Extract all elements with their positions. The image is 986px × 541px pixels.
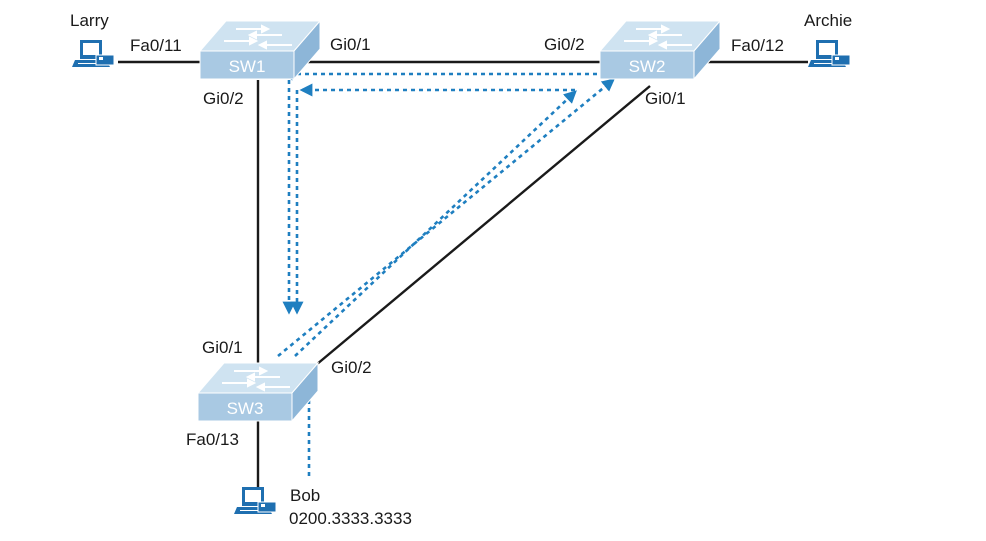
host-bob[interactable] bbox=[233, 486, 277, 515]
host-label-archie: Archie bbox=[804, 11, 852, 30]
computer-icon bbox=[233, 486, 277, 515]
switch-sw3[interactable]: SW3 bbox=[197, 362, 319, 422]
port-label-sw3-fa0-13: Fa0/13 bbox=[186, 430, 239, 449]
switch-label: SW3 bbox=[227, 399, 264, 418]
computer-icon bbox=[807, 39, 851, 68]
port-label-sw1-gi0-2: Gi0/2 bbox=[203, 89, 244, 108]
port-label-sw2-fa0-12: Fa0/12 bbox=[731, 36, 784, 55]
flow-sw3-to-sw2 bbox=[277, 78, 616, 358]
port-label-sw2-gi0-1: Gi0/1 bbox=[645, 89, 686, 108]
computer-icon bbox=[71, 39, 115, 68]
flow-sw3-to-sw1-via-sw2 bbox=[294, 90, 577, 357]
switch-sw2[interactable]: SW2 bbox=[599, 20, 721, 80]
links bbox=[118, 60, 808, 488]
host-label-larry: Larry bbox=[70, 11, 109, 30]
host-label-bob: Bob bbox=[290, 486, 320, 505]
switch-label: SW2 bbox=[629, 57, 666, 76]
port-label-sw3-gi0-1: Gi0/1 bbox=[202, 338, 243, 357]
port-label-sw1-gi0-1: Gi0/1 bbox=[330, 35, 371, 54]
port-label-sw1-fa0-11: Fa0/11 bbox=[130, 36, 182, 55]
switch-label: SW1 bbox=[229, 57, 266, 76]
frame-flooding-arrows bbox=[277, 67, 616, 476]
link-sw2-sw3 bbox=[297, 85, 651, 381]
switch-sw1[interactable]: SW1 bbox=[199, 20, 321, 80]
host-mac-bob: 0200.3333.3333 bbox=[289, 509, 412, 528]
port-label-sw2-gi0-2: Gi0/2 bbox=[544, 35, 585, 54]
port-label-sw3-gi0-2: Gi0/2 bbox=[331, 358, 372, 377]
host-larry[interactable] bbox=[71, 39, 115, 68]
host-archie[interactable] bbox=[807, 39, 851, 68]
